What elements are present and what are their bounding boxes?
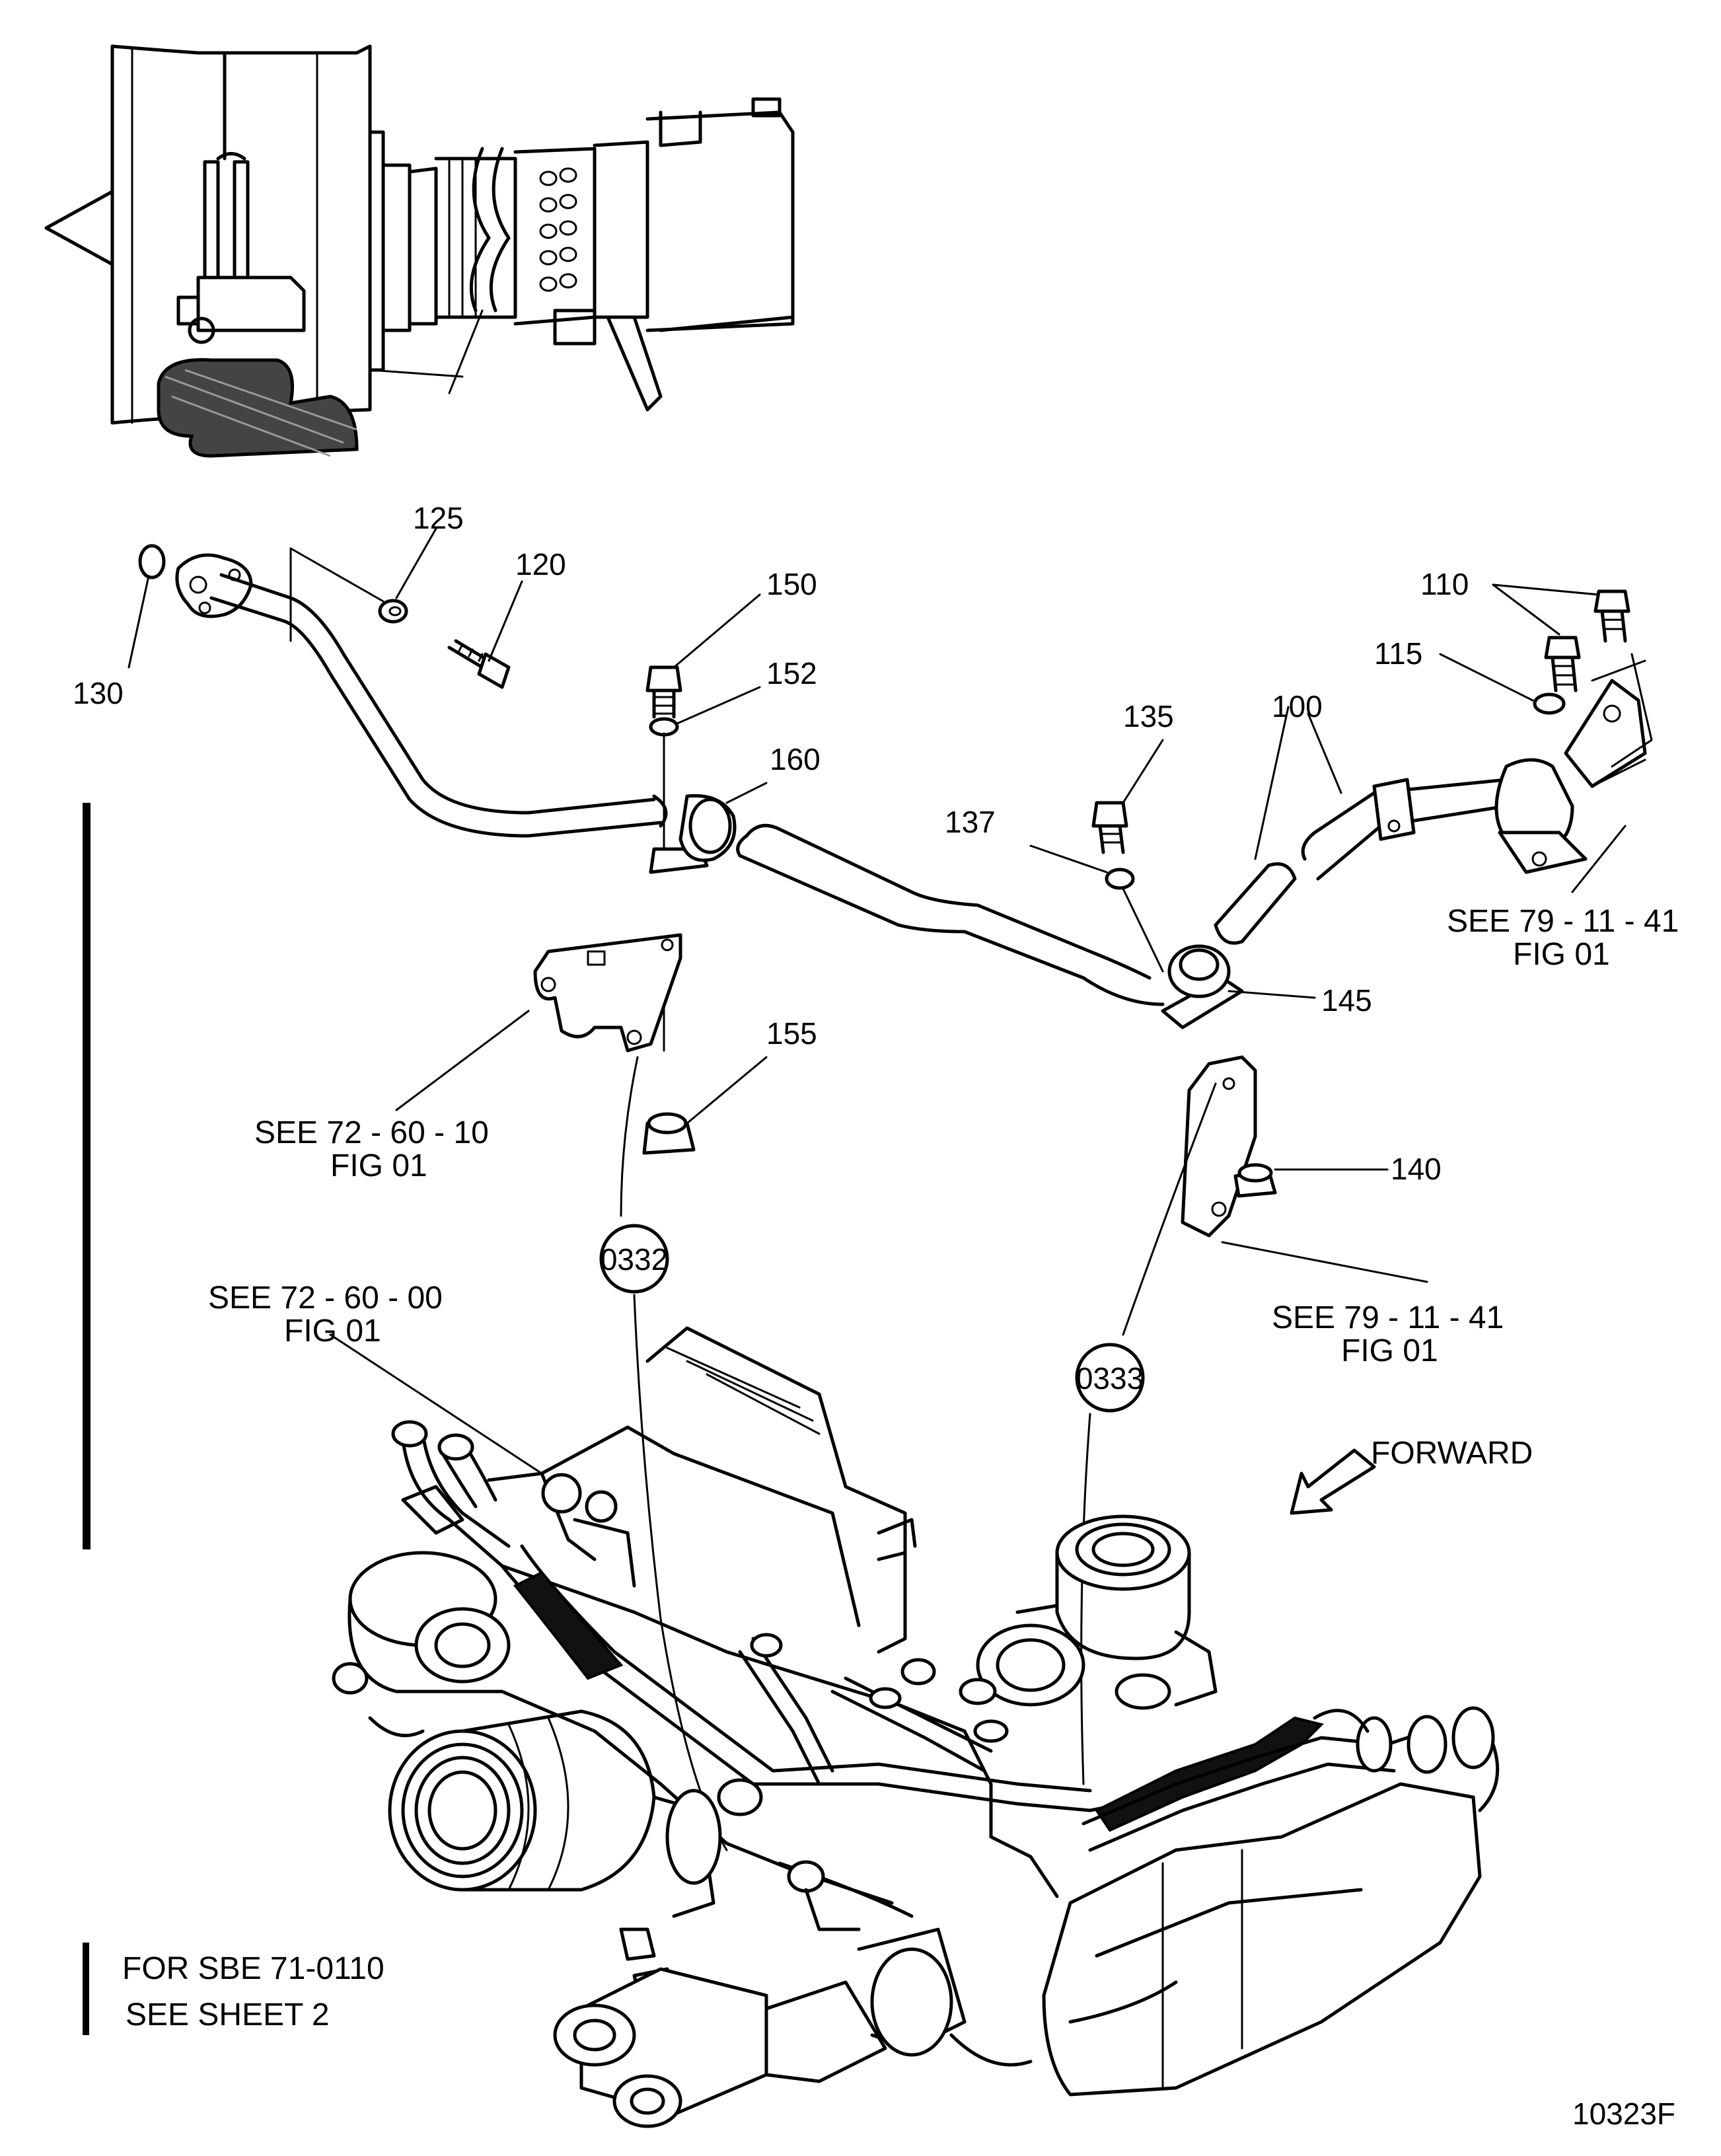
detail-bubble-0333[interactable] <box>1075 1343 1145 1413</box>
engine-locator-view <box>44 44 795 458</box>
callout-140: 140 <box>1391 1152 1442 1186</box>
callout-110: 110 <box>1420 567 1469 601</box>
leader-0333-down <box>1080 1413 1091 1785</box>
callout-100: 100 <box>1272 689 1323 724</box>
upper-right-pump <box>976 1514 1218 1710</box>
callout-135: 135 <box>1123 699 1174 733</box>
callout-115: 115 <box>1374 636 1422 671</box>
callout-130: 130 <box>73 676 124 710</box>
bolt-120 <box>447 639 511 689</box>
tube-right <box>1301 771 1521 861</box>
bolt-110-a <box>1544 636 1581 692</box>
tube-assembly <box>128 527 1653 1283</box>
forward-arrow <box>1290 1448 1376 1515</box>
washer-152 <box>649 717 679 737</box>
detail-bubble-0332[interactable] <box>599 1224 669 1294</box>
callout-150: 150 <box>766 567 817 601</box>
leader-0332 <box>620 1056 639 1217</box>
leader-0333 <box>1122 1082 1217 1336</box>
figure-id: 10323F <box>1572 2097 1675 2131</box>
ref-79-11-41-bottom-line1: SEE 79 - 11 - 41 <box>1272 1300 1504 1335</box>
washer-137 <box>1105 868 1135 890</box>
washer-125 <box>378 599 408 624</box>
note-bar <box>83 1943 89 2035</box>
note-line1: FOR SBE 71-0110 <box>122 1951 384 1986</box>
lower-right-tank <box>1042 1782 1482 2097</box>
gearbox-view <box>332 1326 1500 2128</box>
bottom-cylinders <box>553 1927 1033 2128</box>
leader-72-60-00 <box>329 1333 543 1475</box>
accessory-drum <box>388 1709 656 1892</box>
revision-bar <box>83 803 91 1549</box>
callout-137: 137 <box>945 805 996 839</box>
nut-155 <box>642 1112 696 1155</box>
bracket-72-60-10 <box>533 933 682 1053</box>
bolt-150 <box>645 665 682 719</box>
ref-72-60-00-line1: SEE 72 - 60 - 00 <box>208 1281 443 1316</box>
bracket-right <box>1564 679 1647 788</box>
packing-130 <box>138 544 166 579</box>
grommet-145 <box>1161 944 1244 1029</box>
nut-140 <box>1233 1163 1277 1198</box>
ref-79-11-41-bottom-line2: FIG 01 <box>1341 1333 1438 1368</box>
bolt-110-b <box>1593 589 1630 643</box>
tube-left <box>219 573 656 815</box>
note-line2: SEE SHEET 2 <box>126 1997 330 2032</box>
ref-79-11-41-top-line1: SEE 79 - 11 - 41 <box>1447 904 1679 939</box>
core-holes <box>539 167 577 292</box>
forward-label: FORWARD <box>1371 1436 1533 1471</box>
callout-120: 120 <box>515 547 566 581</box>
callout-160: 160 <box>770 742 821 776</box>
clamp-160 <box>649 794 737 874</box>
washer-115 <box>1533 692 1566 715</box>
ref-72-60-10-line1: SEE 72 - 60 - 10 <box>254 1115 489 1150</box>
ref-72-60-00-line2: FIG 01 <box>284 1314 381 1349</box>
callout-145: 145 <box>1321 983 1372 1018</box>
detail-0333-label: 0333 <box>1076 1361 1144 1395</box>
callout-155: 155 <box>766 1016 817 1051</box>
hose-sleeve <box>1214 862 1297 945</box>
ref-72-60-10-line2: FIG 01 <box>330 1148 427 1183</box>
bolt-135 <box>1091 801 1128 854</box>
callout-152: 152 <box>766 656 817 690</box>
bracket-79-11-41 <box>1181 1055 1257 1238</box>
elbow-fitting <box>1494 758 1588 874</box>
tube-center <box>745 823 1152 980</box>
ref-79-11-41-top-line2: FIG 01 <box>1513 937 1610 972</box>
callout-125: 125 <box>413 501 464 535</box>
detail-0332-label: 0332 <box>601 1242 668 1277</box>
